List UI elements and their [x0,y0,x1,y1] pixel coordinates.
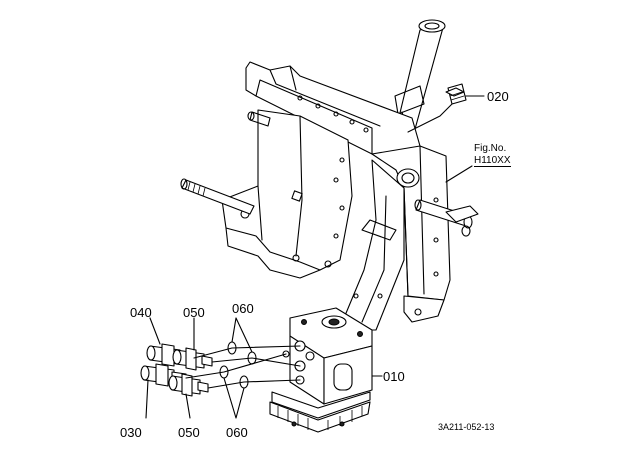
bolt-020 [445,83,485,105]
fitting-050-lower [168,373,209,397]
label-060-lower: 060 [226,425,248,440]
label-030: 030 [120,425,142,440]
label-010: 010 [383,369,405,384]
label-020: 020 [487,89,509,104]
figure-reference-code: H110XX [474,154,511,167]
right-pin [414,199,479,237]
assembly-lines [185,345,301,389]
steering-valve-010 [269,307,379,433]
label-050-lower: 050 [178,425,200,440]
leader-lines [145,317,383,419]
figure-reference-prefix: Fig.No. [474,143,507,154]
label-050-upper: 050 [183,305,205,320]
label-060-upper: 060 [232,301,254,316]
mounting-bracket [221,61,451,331]
drawing-number: 3A211-052-13 [438,422,495,432]
figure-reference: Fig.No. H110XX [474,143,511,167]
fitting-050-upper [172,347,213,371]
label-040: 040 [130,305,152,320]
left-shaft [180,111,271,215]
